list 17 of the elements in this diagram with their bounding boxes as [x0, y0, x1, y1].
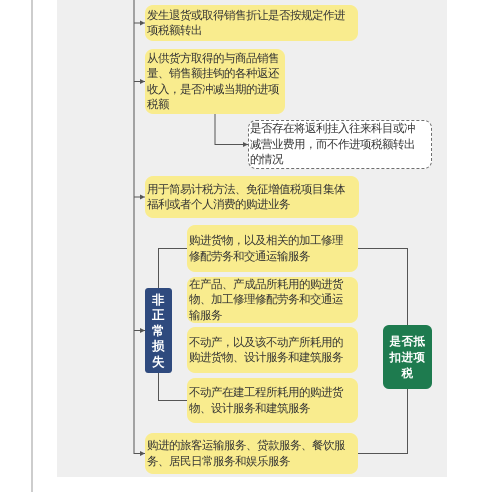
topic-box: 不动产在建工程所耗用的购进货物、设计服务和建筑服务 [187, 378, 358, 423]
summary-box: 是否抵扣进项税 [383, 325, 432, 389]
connector [158, 248, 188, 288]
topic-box: 购进的旅客运输服务、贷款服务、餐饮服务、居民日常服务和娱乐服务 [145, 433, 358, 474]
connector [158, 372, 188, 401]
topic-box: 发生退货或取得销售折让是否按规定作进项税额转出 [145, 5, 358, 41]
topic-box: 不动产，以及该不动产所耗用的购进货物、设计服务和建筑服务 [187, 327, 358, 373]
topic-box: 用于简易计税方法、免征增值税项目集体福利或者个人消费的购进业务 [145, 176, 359, 218]
connector [358, 388, 408, 454]
topic-box: 从供货方取得的与商品销售量、销售额挂钩的各种返还收入，是否冲减当期的进项税额 [145, 49, 285, 114]
topic-box: 购进货物，以及相关的加工修理修配劳务和交通运输服务 [187, 225, 358, 272]
connector [214, 114, 248, 147]
dashed-note-box: 是否存在将返利挂入往来科目或冲减营业费用，而不作进项税额转出的情况 [248, 120, 432, 169]
topic-box: 在产品、产成品所耗用的购进货物、加工修理修配劳务和交通运输服务 [187, 277, 358, 323]
connector [358, 248, 408, 326]
connector [134, 0, 146, 456]
category-box: 非正常损失 [145, 288, 172, 373]
